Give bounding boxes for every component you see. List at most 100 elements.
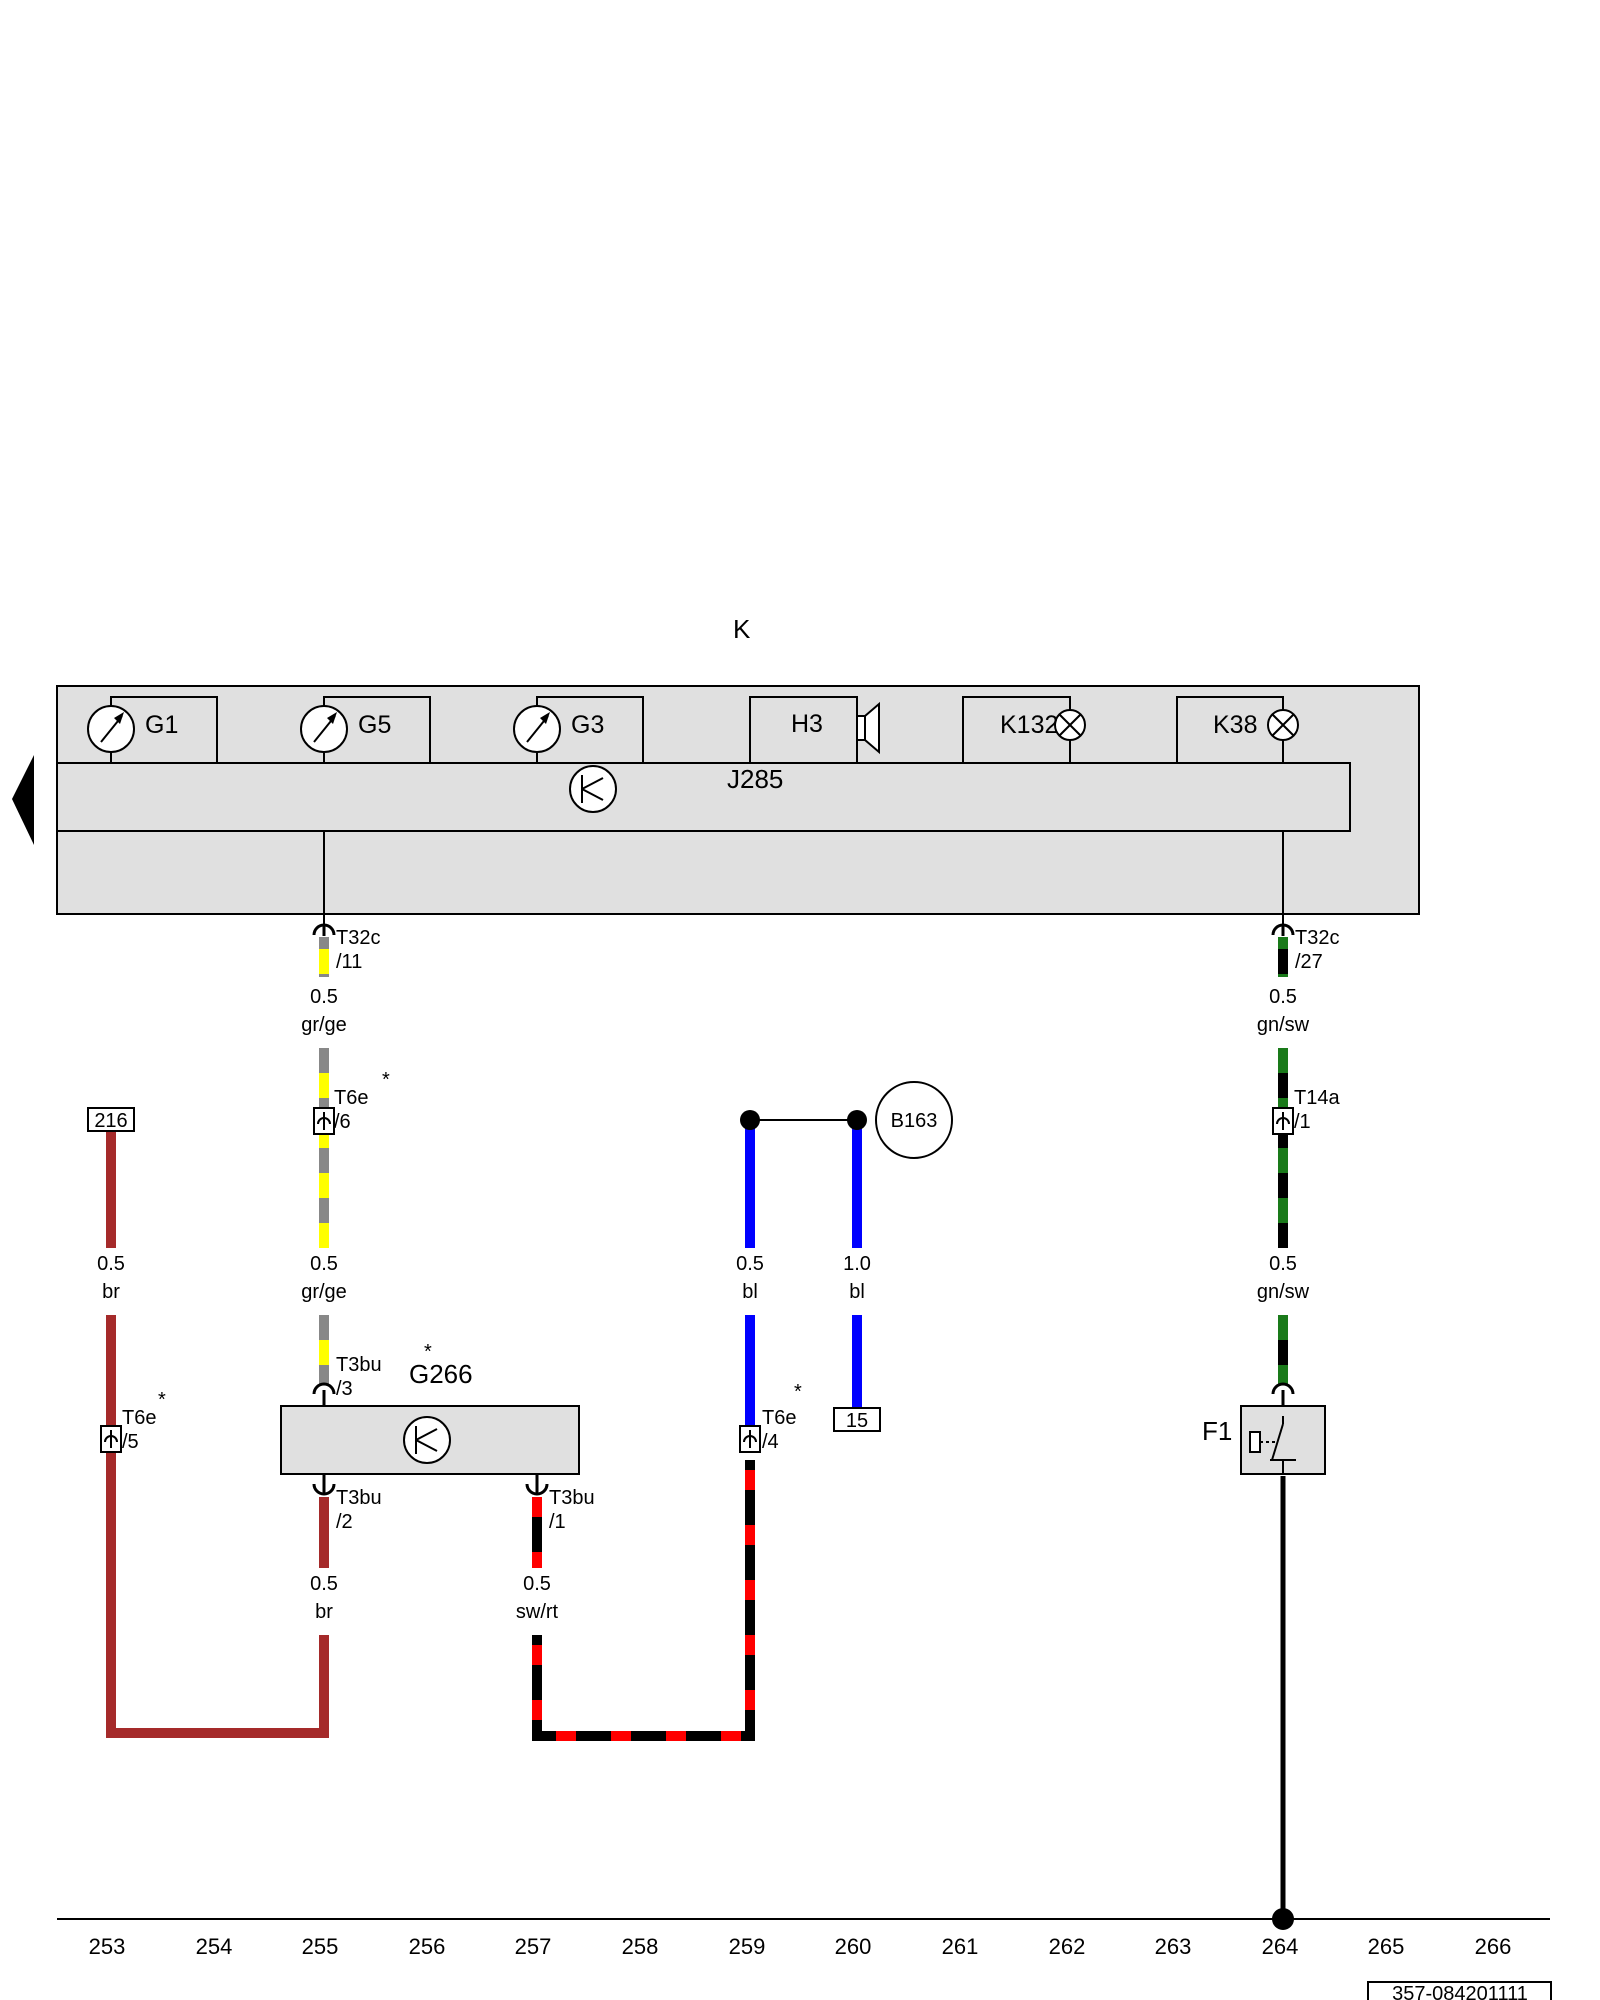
svg-text:/2: /2 <box>336 1511 353 1533</box>
svg-text:0.5: 0.5 <box>736 1253 764 1275</box>
svg-text:T14a: T14a <box>1294 1087 1340 1109</box>
gauge-g5: G5 <box>300 696 431 763</box>
lamp-k38-label: K38 <box>1213 711 1257 739</box>
column-number: 260 <box>835 1934 872 1959</box>
connector-t32c-27: T32c /27 <box>1271 923 1339 973</box>
svg-text:1.0: 1.0 <box>843 1253 871 1275</box>
column-number: 254 <box>196 1934 233 1959</box>
svg-text:*: * <box>424 1341 432 1363</box>
j285-unit <box>56 762 1351 832</box>
svg-text:0.5: 0.5 <box>523 1573 551 1595</box>
svg-text:15: 15 <box>846 1410 868 1432</box>
column-number: 266 <box>1475 1934 1512 1959</box>
svg-text:/1: /1 <box>1294 1111 1311 1133</box>
column-numbers: 253 254 255 256 257 258 259 260 261 262 … <box>89 1934 1512 1959</box>
svg-text:357-084201111: 357-084201111 <box>1392 1983 1528 2000</box>
sensor-g266-label: G266 <box>409 1359 473 1389</box>
speaker-icon <box>856 715 866 741</box>
svg-text:/27: /27 <box>1295 951 1323 973</box>
wire-label-w9: 0.5 sw/rt <box>516 1573 559 1623</box>
svg-text:sw/rt: sw/rt <box>516 1601 559 1623</box>
control-unit-icon <box>569 765 617 813</box>
svg-text:T3bu: T3bu <box>336 1487 382 1509</box>
buzzer-h3: H3 <box>749 696 880 763</box>
gauge-g1: G1 <box>87 696 218 763</box>
column-number: 264 <box>1262 1934 1299 1959</box>
column-number: 256 <box>409 1934 446 1959</box>
wire-label-w7: 0.5 gn/sw <box>1257 1253 1310 1303</box>
svg-text:bl: bl <box>742 1281 758 1303</box>
svg-text:0.5: 0.5 <box>97 1253 125 1275</box>
svg-text:gr/ge: gr/ge <box>301 1014 347 1036</box>
column-number: 258 <box>622 1934 659 1959</box>
svg-text:bl: bl <box>849 1281 865 1303</box>
lamp-k132-label: K132 <box>1000 711 1058 739</box>
wire-label-w3: 0.5 gr/ge <box>301 1253 347 1303</box>
switch-f1: F1 <box>1202 1382 1326 1475</box>
svg-text:/11: /11 <box>336 951 362 973</box>
column-number: 259 <box>729 1934 766 1959</box>
svg-text:br: br <box>102 1281 120 1303</box>
svg-text:br: br <box>315 1601 333 1623</box>
column-number: 261 <box>942 1934 979 1959</box>
junction-dot <box>1272 1908 1294 1930</box>
svg-text:/1: /1 <box>549 1511 566 1533</box>
svg-text:gn/sw: gn/sw <box>1257 1014 1310 1036</box>
lamp-k132: K132 <box>962 696 1086 763</box>
gauge-g1-label: G1 <box>145 711 178 739</box>
svg-text:216: 216 <box>94 1110 127 1132</box>
svg-text:gn/sw: gn/sw <box>1257 1281 1310 1303</box>
wire-label-w1: 0.5 gr/ge <box>301 986 347 1036</box>
cluster-label: K <box>733 614 751 644</box>
svg-text:0.5: 0.5 <box>310 986 338 1008</box>
ref-15: 15 <box>833 1407 881 1432</box>
ground-b163-label: B163 <box>891 1110 938 1132</box>
wire-label-w2: 0.5 gn/sw <box>1257 986 1310 1036</box>
document-number: 357-084201111 <box>1367 1981 1552 2000</box>
svg-text:T3bu: T3bu <box>549 1487 595 1509</box>
svg-text:0.5: 0.5 <box>1269 986 1297 1008</box>
wire-label-w5: 0.5 bl <box>736 1253 764 1303</box>
connector-t6e-4: T6e /4 * <box>739 1381 802 1453</box>
column-number: 263 <box>1155 1934 1192 1959</box>
column-number: 265 <box>1368 1934 1405 1959</box>
junction-dot <box>847 1110 867 1130</box>
column-number: 253 <box>89 1934 126 1959</box>
connector-t3bu-1: T3bu /1 <box>525 1474 595 1533</box>
buzzer-h3-label: H3 <box>791 710 823 738</box>
svg-text:*: * <box>382 1069 390 1091</box>
svg-text:T6e: T6e <box>334 1087 368 1109</box>
junction-dot <box>740 1110 760 1130</box>
svg-text:*: * <box>158 1389 166 1411</box>
svg-text:T6e: T6e <box>122 1407 156 1429</box>
wire-label-w8: 0.5 br <box>310 1573 338 1623</box>
svg-text:0.5: 0.5 <box>310 1573 338 1595</box>
svg-text:0.5: 0.5 <box>1269 1253 1297 1275</box>
column-number: 262 <box>1049 1934 1086 1959</box>
connector-t3bu-2: T3bu /2 <box>312 1474 382 1533</box>
lamp-k38: K38 <box>1176 696 1299 763</box>
column-number: 257 <box>515 1934 552 1959</box>
sensor-g266: G266 * <box>280 1341 580 1475</box>
connector-t3bu-3: T3bu /3 <box>312 1354 382 1406</box>
svg-text:*: * <box>794 1381 802 1403</box>
svg-text:0.5: 0.5 <box>310 1253 338 1275</box>
switch-f1-label: F1 <box>1202 1416 1232 1446</box>
gauge-g3: G3 <box>513 696 644 763</box>
svg-text:/3: /3 <box>336 1378 353 1400</box>
svg-text:T6e: T6e <box>762 1407 796 1429</box>
left-arrow-icon <box>12 755 34 845</box>
column-number: 255 <box>302 1934 339 1959</box>
connector-t6e-6: T6e /6 * <box>313 1069 390 1135</box>
svg-text:/5: /5 <box>122 1431 139 1453</box>
connector-t6e-5: T6e /5 * <box>100 1389 166 1453</box>
wire-label-w6: 1.0 bl <box>843 1253 871 1303</box>
gauge-g3-label: G3 <box>571 711 604 739</box>
svg-text:T32c: T32c <box>1295 927 1339 949</box>
svg-text:/4: /4 <box>762 1431 779 1453</box>
svg-text:gr/ge: gr/ge <box>301 1281 347 1303</box>
connector-t32c-11: T32c /11 <box>312 923 380 973</box>
gauge-g5-label: G5 <box>358 711 391 739</box>
